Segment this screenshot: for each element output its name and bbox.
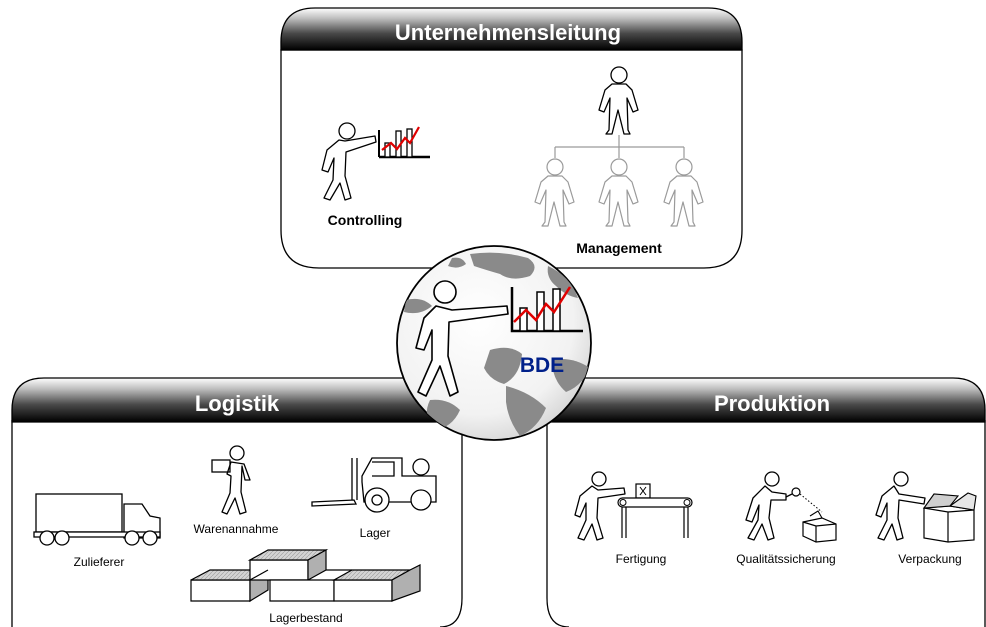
globe-continents	[404, 252, 590, 436]
management-panel: Unternehmensleitung Controlling	[280, 7, 743, 269]
org-chart-lines	[554, 135, 685, 158]
bde-chart-icon	[510, 286, 583, 333]
manufacturing-icon	[574, 471, 693, 541]
warehouse-label: Lager	[360, 526, 391, 540]
stock-boxes-icon	[190, 548, 421, 603]
logistics-panel: Logistik Zulieferer Warenannahme	[11, 377, 463, 627]
production-title: Produktion	[714, 391, 830, 416]
controlling-person-icon	[321, 122, 377, 201]
employee-person-icon	[598, 158, 639, 227]
production-panel: Produktion Fertigung Qualitätssicherung	[546, 377, 986, 627]
packaging-icon	[875, 471, 977, 543]
management-header	[280, 7, 743, 51]
manager-person-icon	[598, 66, 639, 135]
truck-icon	[33, 493, 161, 546]
bde-label: BDE	[520, 354, 564, 377]
forklift-icon	[311, 457, 437, 513]
bde-person-icon	[415, 280, 509, 397]
manufacturing-label: Fertigung	[616, 552, 667, 566]
stock-label: Lagerbestand	[269, 611, 342, 625]
controlling-label: Controlling	[328, 212, 403, 228]
supplier-label: Zulieferer	[74, 555, 125, 569]
quality-icon	[745, 471, 837, 543]
quality-label: Qualitätssicherung	[736, 552, 835, 566]
logistics-title: Logistik	[195, 391, 280, 416]
employee-person-icon	[663, 158, 704, 227]
controlling-chart-icon	[378, 126, 430, 159]
receiving-person-icon	[211, 445, 251, 515]
employee-person-icon	[534, 158, 575, 227]
receiving-label: Warenannahme	[194, 522, 279, 536]
bde-globe: BDE	[396, 245, 592, 441]
management-label: Management	[576, 240, 662, 256]
management-title: Unternehmensleitung	[395, 20, 621, 45]
packaging-label: Verpackung	[898, 552, 961, 566]
